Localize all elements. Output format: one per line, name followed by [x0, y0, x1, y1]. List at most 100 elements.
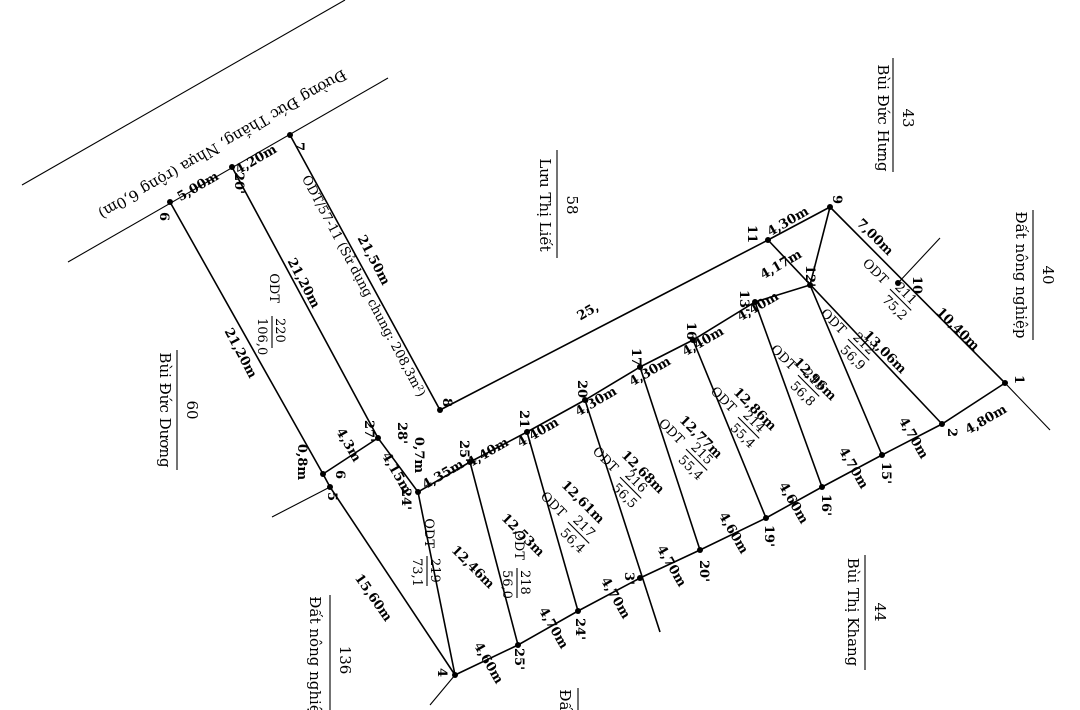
- neighbor-58: 58 Lưu Thị Liết: [536, 150, 581, 258]
- dimension-label: 4,17m: [758, 247, 805, 283]
- point-14: [752, 299, 758, 305]
- neighbor-number: 58: [563, 195, 581, 214]
- dimension-label: 15,60m: [351, 571, 395, 624]
- point-label: 1: [1011, 375, 1026, 384]
- point-label: 11: [744, 225, 759, 243]
- extension-5: [271, 486, 331, 518]
- point-label: 13': [736, 290, 751, 312]
- neighbor-136: 136 Đất nông nghiệ: [306, 595, 354, 710]
- plot-number: 220: [272, 318, 287, 343]
- road-edge-lower: [67, 77, 389, 263]
- plot-fraction-bar: [567, 521, 590, 544]
- dimension-label: 0,8m: [294, 444, 309, 481]
- plot-label-218: ODT 218 56,0: [499, 530, 532, 599]
- point-9: [437, 407, 443, 413]
- neighbor-number: 40: [1039, 265, 1057, 284]
- neighbor-44: 44 Bùi Thị Khang: [844, 555, 889, 670]
- point-label: 19': [761, 525, 776, 547]
- plot-code: ODT: [421, 518, 436, 548]
- extension-1: [1004, 382, 1051, 431]
- div-21-23: [584, 399, 661, 633]
- plot-code: ODT: [266, 273, 281, 303]
- boundary-6-28: [322, 437, 379, 475]
- back-line: [454, 382, 1006, 676]
- point-1: [1002, 380, 1008, 386]
- point-6: [320, 471, 326, 477]
- dimension-label: 4,80m: [963, 402, 1010, 438]
- point-label: 12': [802, 265, 817, 287]
- point-label: 8: [439, 398, 454, 407]
- point-label: 28': [394, 422, 409, 444]
- div-27-25: [469, 461, 519, 646]
- point-label: 9: [829, 195, 844, 204]
- div-18-20: [639, 366, 701, 551]
- neighbor-name: Đất nông nghiệ: [306, 596, 324, 710]
- point-3: [637, 575, 643, 581]
- point-label: 16': [683, 322, 698, 344]
- point-25: [515, 642, 521, 648]
- plot-fraction-bar: [619, 476, 642, 499]
- dimension-label: 0,7m: [411, 437, 426, 474]
- shared-plot-label: ODT/57-11 (Sử dụng chung: 208,3m²): [298, 173, 428, 400]
- front-line: [377, 206, 831, 494]
- point-12: [765, 237, 771, 243]
- neighbor-number: 60: [183, 400, 201, 419]
- dimension-label: 4,70m: [653, 543, 689, 590]
- neighbor-number: 43: [899, 108, 917, 127]
- point-label: 10: [909, 276, 924, 294]
- dimension-label: 4,70m: [895, 415, 931, 462]
- neighbor-60: 60 Bùi Đức Dương: [156, 350, 201, 470]
- dimension-label: 10,40m: [933, 305, 982, 354]
- point-label: 20': [574, 380, 589, 402]
- point-18: [637, 364, 643, 370]
- boundary-10-1: [829, 206, 1006, 384]
- div-14-16: [754, 301, 823, 488]
- plot-code: ODT: [817, 306, 849, 338]
- dimension-label: 12,46m: [448, 543, 497, 592]
- point-label: 25': [511, 648, 526, 670]
- point-label: 7: [291, 142, 306, 151]
- plot-fraction-bar: [889, 288, 912, 311]
- point-label: 17': [628, 348, 643, 370]
- point-28: [375, 435, 381, 441]
- plot-code: ODT: [511, 530, 526, 560]
- point-label: 20': [231, 172, 246, 194]
- point-16: [819, 484, 825, 490]
- plot-label-220: ODT 220 106,0: [254, 273, 287, 355]
- neighbor-bottom: Đấ: [556, 688, 579, 710]
- point-label: 16': [818, 494, 833, 516]
- plot-number: 218: [517, 570, 532, 595]
- point-15: [879, 452, 885, 458]
- neighbor-40: 40 Đất nông nghiệp: [1012, 210, 1057, 340]
- div-22-24: [526, 431, 579, 612]
- point-label: 5: [324, 492, 339, 501]
- plot-fraction-bar: [847, 338, 870, 361]
- point-2: [939, 421, 945, 427]
- neighbor-name: Lưu Thị Liết: [536, 158, 554, 251]
- point-27: [467, 459, 473, 465]
- neighbor-name: Đất nông nghiệp: [1012, 211, 1030, 338]
- dimension-label: 25,: [575, 300, 602, 324]
- plot-number: 219: [427, 558, 442, 583]
- point-11: [895, 280, 901, 286]
- point-4: [452, 672, 458, 678]
- neighbor-name: Bùi Đức Hưng: [874, 64, 892, 172]
- neighbor-name: Bùi Thị Khang: [844, 558, 862, 667]
- div-17-19: [692, 339, 767, 519]
- plot-label-219: ODT 219 73,1: [409, 518, 442, 587]
- point-label: 25': [456, 440, 471, 462]
- boundary-7-6: [169, 201, 324, 475]
- point-19: [763, 515, 769, 521]
- extension-11: [897, 237, 941, 284]
- point-label: 2: [944, 428, 959, 437]
- point-21: [582, 397, 588, 403]
- point-30: [229, 164, 235, 170]
- point-label: 4: [434, 668, 449, 677]
- neighbor-number: 136: [336, 646, 354, 675]
- boundary-30-29: [231, 166, 379, 439]
- dimension-label: 4,30m: [765, 204, 812, 240]
- boundary-points: [167, 132, 1008, 678]
- plot-area: 73,1: [409, 558, 424, 587]
